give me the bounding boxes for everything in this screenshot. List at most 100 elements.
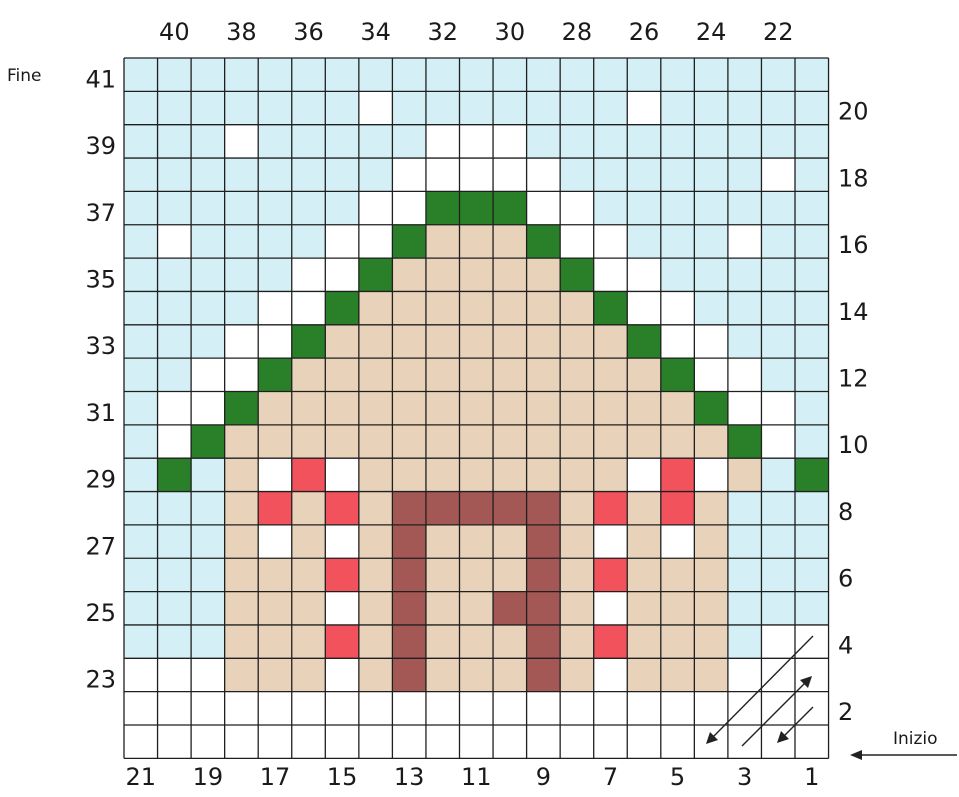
grid-cell: [124, 492, 158, 526]
grid-cell: [258, 191, 292, 225]
grid-cell: [258, 692, 292, 726]
grid-cell: [225, 158, 259, 192]
grid-cell: [258, 625, 292, 659]
grid-cell: [124, 392, 158, 426]
grid-cell: [661, 225, 695, 259]
grid-cell: [527, 425, 561, 459]
grid-cell: [292, 458, 326, 492]
grid-cell: [359, 725, 393, 759]
grid-cell: [292, 125, 326, 159]
grid-cell: [594, 625, 628, 659]
grid-cell: [158, 658, 192, 692]
grid-cell: [795, 658, 829, 692]
grid-cell: [124, 558, 158, 592]
grid-cell: [627, 625, 661, 659]
grid-cell: [124, 525, 158, 559]
grid-cell: [694, 392, 728, 426]
grid-cell: [560, 658, 594, 692]
grid-cell: [694, 458, 728, 492]
grid-cell: [258, 392, 292, 426]
grid-cell: [661, 658, 695, 692]
grid-cell: [191, 692, 225, 726]
grid-cell: [258, 158, 292, 192]
grid-cell: [325, 558, 359, 592]
grid-cell: [493, 58, 527, 92]
grid-cell: [460, 592, 494, 626]
grid-cell: [493, 392, 527, 426]
grid-cell: [191, 291, 225, 325]
grid-cell: [728, 492, 762, 526]
row-number-label: 37: [85, 199, 116, 227]
grid-cell: [627, 725, 661, 759]
row-number-label: 38: [226, 18, 257, 46]
grid-cell: [325, 425, 359, 459]
grid-cell: [158, 625, 192, 659]
grid-cell: [426, 392, 460, 426]
grid-cell: [191, 191, 225, 225]
grid-cell: [661, 558, 695, 592]
grid-cell: [594, 91, 628, 125]
grid-cell: [493, 325, 527, 359]
grid-cell: [359, 291, 393, 325]
row-number-label: 31: [85, 399, 116, 427]
row-number-label: 27: [85, 532, 116, 560]
grid-cell: [594, 291, 628, 325]
grid-cell: [661, 592, 695, 626]
row-number-label: 24: [696, 18, 727, 46]
grid-cell: [158, 458, 192, 492]
grid-cell: [728, 592, 762, 626]
row-number-label: 20: [838, 98, 869, 126]
grid-cell: [359, 325, 393, 359]
grid-cell: [527, 458, 561, 492]
row-number-label: 29: [85, 466, 116, 494]
column-number-label: 7: [603, 763, 618, 791]
grid-cell: [627, 258, 661, 292]
grid-cell: [359, 425, 393, 459]
row-number-label: 30: [495, 18, 526, 46]
grid-cell: [761, 91, 795, 125]
grid-cell: [292, 525, 326, 559]
grid-cell: [728, 625, 762, 659]
grid-cell: [460, 158, 494, 192]
grid-cell: [694, 558, 728, 592]
grid-cell: [527, 725, 561, 759]
grid-cell: [124, 658, 158, 692]
grid-cell: [158, 125, 192, 159]
grid-cell: [292, 392, 326, 426]
grid-cell: [359, 358, 393, 392]
grid-cell: [325, 58, 359, 92]
grid-cell: [258, 225, 292, 259]
grid-cell: [359, 158, 393, 192]
grid-cell: [627, 58, 661, 92]
grid-cell: [292, 191, 326, 225]
grid-cell: [158, 158, 192, 192]
grid-cell: [594, 692, 628, 726]
grid-cell: [426, 358, 460, 392]
grid-cell: [124, 358, 158, 392]
grid-cell: [594, 392, 628, 426]
grid-cell: [661, 392, 695, 426]
grid-cell: [661, 58, 695, 92]
grid-cell: [325, 625, 359, 659]
grid-cell: [594, 58, 628, 92]
column-number-label: 1: [804, 763, 819, 791]
grid-cell: [225, 592, 259, 626]
right-row-numbers: 2018161412108642: [838, 98, 869, 726]
grid-cell: [594, 225, 628, 259]
grid-cell: [761, 158, 795, 192]
grid-cell: [694, 91, 728, 125]
grid-cell: [191, 725, 225, 759]
row-number-label: 34: [360, 18, 391, 46]
grid-cell: [728, 725, 762, 759]
grid-cell: [527, 492, 561, 526]
grid-cell: [124, 191, 158, 225]
grid-cell: [426, 492, 460, 526]
grid-cell: [728, 558, 762, 592]
grid-cell: [661, 125, 695, 159]
column-number-label: 19: [193, 763, 224, 791]
grid-cell: [325, 291, 359, 325]
grid-cell: [493, 425, 527, 459]
grid-cell: [258, 558, 292, 592]
grid-cell: [460, 325, 494, 359]
